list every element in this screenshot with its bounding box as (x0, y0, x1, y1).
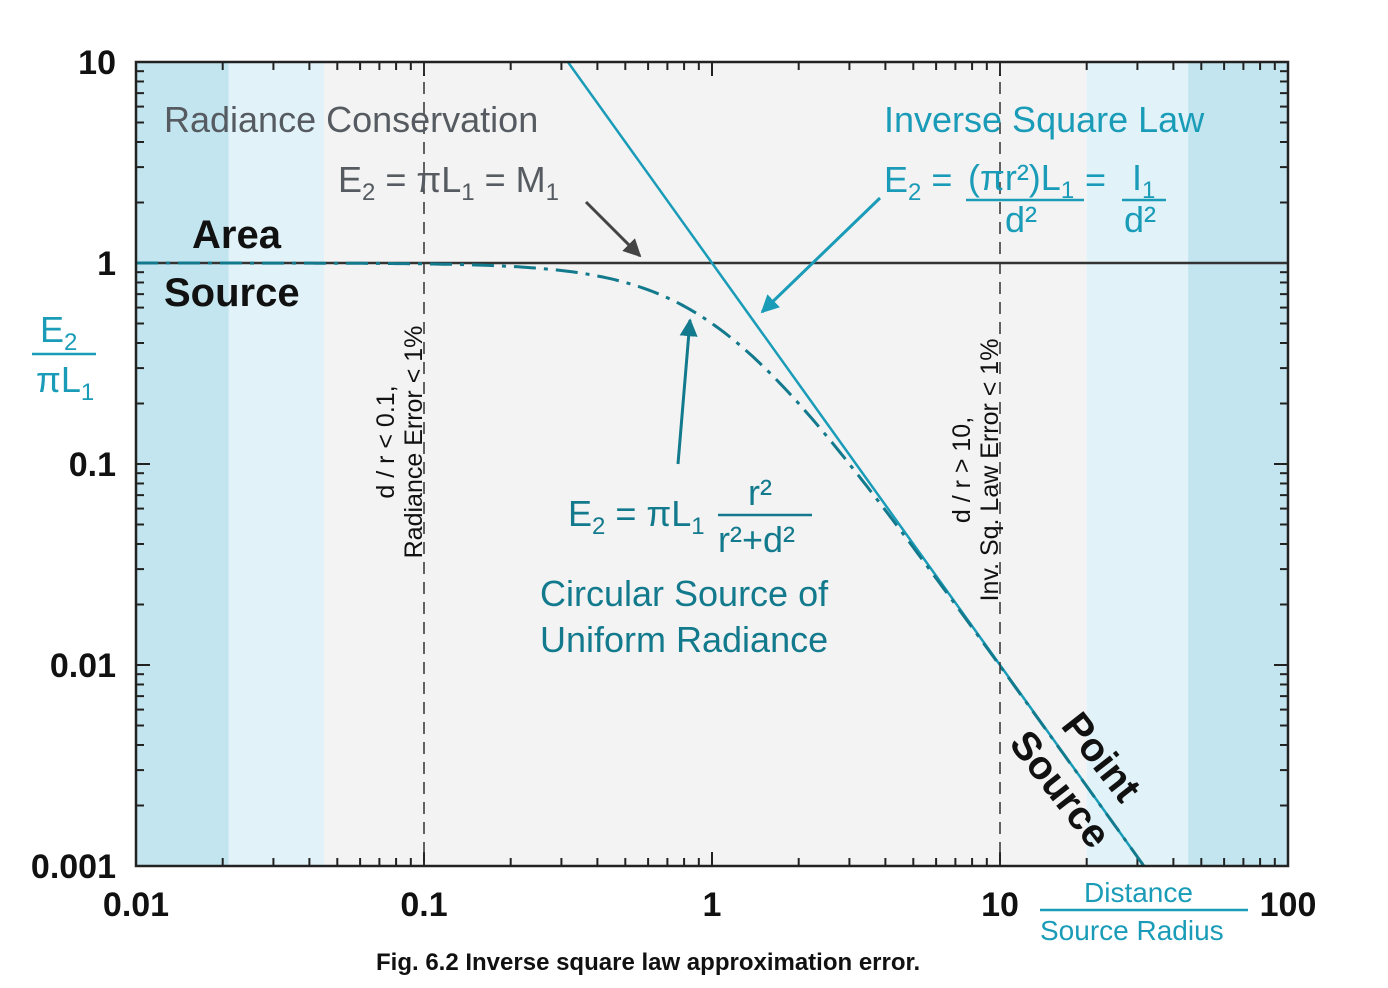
series-group (136, 61, 1288, 867)
y-tick-label: 0.1 (69, 446, 116, 484)
area-source-label-1: Area (192, 213, 282, 257)
y-label-num-sub: 2 (64, 329, 77, 356)
circular-formula-num: r² (748, 472, 772, 513)
band-4 (1188, 62, 1288, 866)
band-2 (324, 62, 1087, 866)
vline-label-1-1: Inv. Sq. Law Error < 1% (976, 339, 1004, 602)
plot-frame (134, 60, 1290, 868)
isl-formula-eq2: = (1085, 159, 1106, 200)
circular-formula-lhs: E2 = πL1 (568, 493, 705, 540)
isl-formula-num-sub: 1 (1061, 177, 1074, 204)
radiance-formula-eq: = πL (375, 159, 461, 200)
isl-formula-eq1: = (921, 159, 952, 200)
radiance-formula-rest: = M (475, 159, 546, 200)
band-1 (228, 62, 325, 866)
y-label-num-text: E (40, 309, 64, 350)
area-source-label-2: Source (164, 271, 300, 315)
vertical-reference-lines: d / r < 0.1,Radiance Error < 1% d / r > 1… (372, 62, 1004, 866)
y-axis-label-num: E2 (40, 309, 77, 356)
isl-formula-lhs-sub: 2 (908, 179, 921, 206)
isl-formula-num2-text: I (1132, 157, 1142, 198)
isl-formula-den2: d² (1124, 199, 1156, 240)
y-label-den-sub: 1 (81, 379, 94, 406)
isl-formula-lhs: E2 = (884, 159, 952, 206)
isl-formula-e: E (884, 159, 908, 200)
band-0 (136, 62, 229, 866)
vline-label-1-0: d / r > 10, (948, 417, 976, 523)
radiance-conservation-title: Radiance Conservation (164, 99, 538, 140)
circ-formula-eq: = πL (605, 493, 691, 534)
y-tick-label: 1 (97, 245, 116, 283)
x-tick-label: 100 (1260, 886, 1317, 924)
circular-source-title-1: Circular Source of (540, 573, 829, 614)
radiance-formula-e: E (338, 159, 362, 200)
figure-caption: Fig. 6.2 Inverse square law approximatio… (376, 949, 920, 976)
inverse-square-law-title: Inverse Square Law (884, 99, 1205, 140)
radiance-formula-sub3: 1 (546, 179, 559, 206)
band-3 (1086, 62, 1189, 866)
x-tick-label: 0.01 (103, 886, 169, 924)
circular-formula-den: r²+d² (718, 519, 795, 560)
series-line-1 (566, 61, 1145, 867)
x-axis-label-den: Source Radius (1040, 915, 1224, 946)
y-axis-label-den: πL1 (36, 359, 94, 406)
background-bands (136, 62, 1288, 866)
isl-formula-den: d² (1005, 199, 1037, 240)
circ-formula-sub1: 1 (691, 513, 704, 540)
y-label-den-text: πL (36, 359, 81, 400)
circular-arrow (676, 318, 698, 465)
isl-formula-num2: I1 (1132, 157, 1155, 204)
x-tick-label: 1 (703, 886, 722, 924)
radiance-formula-sub1: 1 (461, 179, 474, 206)
vline-label-0-1: Radiance Error < 1% (400, 326, 428, 559)
x-tick-label: 10 (981, 886, 1019, 924)
vline-label-group-1: d / r > 10,Inv. Sq. Law Error < 1% (948, 339, 1004, 602)
isl-arrow (760, 196, 882, 314)
isl-formula-num: (πr²)L1 (968, 157, 1074, 204)
y-tick-label: 0.001 (31, 848, 116, 886)
radiance-arrow (584, 200, 642, 258)
circular-source-title-2: Uniform Radiance (540, 619, 828, 660)
radiance-formula-sub2: 2 (362, 179, 375, 206)
circ-formula-sub: 2 (592, 513, 605, 540)
vline-label-group-0: d / r < 0.1,Radiance Error < 1% (372, 326, 428, 559)
isl-formula-num2-sub: 1 (1142, 177, 1155, 204)
y-tick-label: 10 (78, 44, 116, 82)
vline-label-0-0: d / r < 0.1, (372, 385, 400, 498)
radiance-formula: E2 = πL1 = M1 (338, 159, 559, 206)
isl-formula-num-text: (πr²)L (968, 157, 1061, 198)
y-tick-label: 0.01 (50, 647, 116, 685)
x-tick-label: 0.1 (400, 886, 447, 924)
series-line-2 (136, 261, 1146, 867)
circ-formula-e: E (568, 493, 592, 534)
x-axis-label-num: Distance (1084, 877, 1193, 908)
